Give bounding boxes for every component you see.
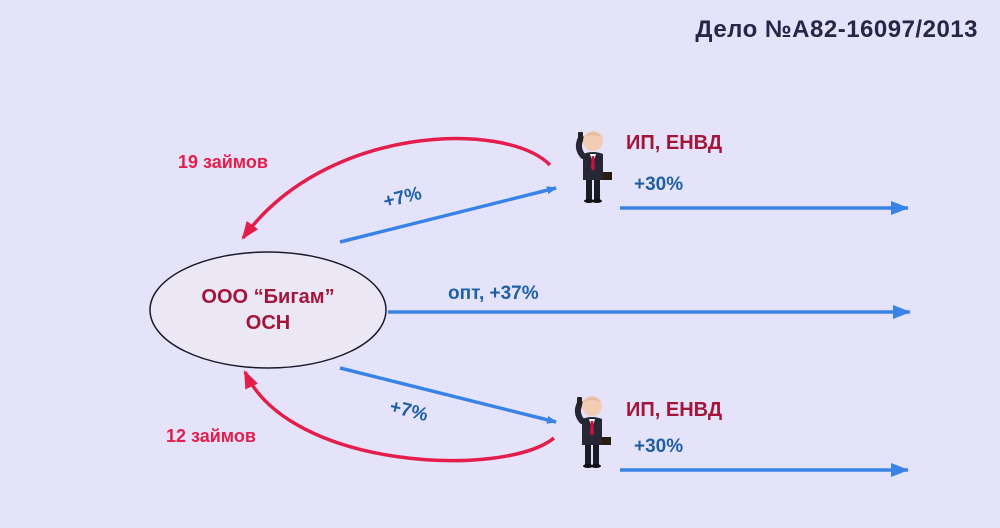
company-name: ООО “Бигам” xyxy=(201,286,335,308)
company-ellipse xyxy=(149,251,387,369)
businessman-phone-icon xyxy=(578,131,612,203)
entrepreneur-bottom-label: ИП, ЕНВД xyxy=(626,399,723,421)
transfer-arrow-top xyxy=(339,186,557,244)
loan-arrow-bottom xyxy=(243,370,556,463)
markup-top-label: +30% xyxy=(634,174,684,195)
wholesale-label: опт, +37% xyxy=(448,283,539,304)
businessman-phone-icon xyxy=(577,396,611,468)
loans-bottom-label: 12 займов xyxy=(166,426,256,446)
transfer-arrow-bottom xyxy=(339,366,557,424)
entrepreneur-top-label: ИП, ЕНВД xyxy=(626,132,723,154)
loan-arrow-top xyxy=(241,136,552,240)
markup-bottom-label: +30% xyxy=(634,436,684,457)
company-tax: ОСН xyxy=(245,312,291,334)
case-title: Дело №А82-16097/2013 xyxy=(695,16,978,43)
company-label: ООО “Бигам” ОСН xyxy=(150,252,386,368)
loans-top-label: 19 займов xyxy=(178,152,268,172)
